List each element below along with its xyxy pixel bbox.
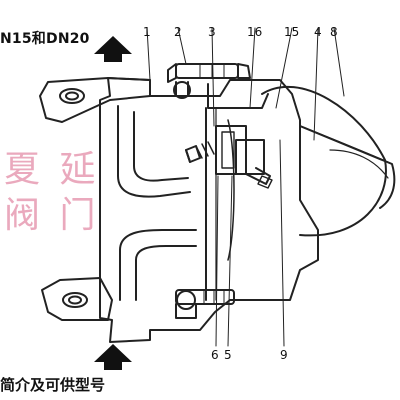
inlet-flange: [39, 77, 151, 123]
top-bolt: [167, 63, 251, 99]
callout-3: 3: [208, 25, 216, 39]
outlet-passage: [119, 229, 197, 301]
bottom-bolt: [175, 289, 235, 319]
callout-5: 5: [224, 348, 232, 362]
up-arrow-icon: [94, 344, 132, 370]
trap-body-outline: [99, 77, 319, 343]
callout-4: 4: [314, 25, 322, 39]
up-arrow-icon: [94, 36, 132, 62]
callout-1: 1: [143, 25, 151, 39]
watermark-line2: 阀 门: [4, 195, 100, 236]
spring: [185, 141, 215, 163]
watermark-line1: 夏 延: [4, 149, 100, 190]
inlet-passage: [117, 105, 191, 198]
page-title: N15和DN20: [0, 31, 90, 47]
callout-2: 2: [174, 25, 182, 39]
section-heading: 简介及可供型号: [0, 376, 106, 394]
valve-mechanism: [215, 125, 273, 189]
outlet-flange: [41, 277, 113, 321]
float-ball: [261, 85, 387, 237]
callout-15: 15: [284, 25, 300, 39]
callout-leaders: [146, 27, 345, 347]
callout-8: 8: [330, 25, 338, 39]
callout-16: 16: [247, 25, 263, 39]
callout-9: 9: [280, 348, 288, 362]
callout-6: 6: [211, 348, 219, 362]
